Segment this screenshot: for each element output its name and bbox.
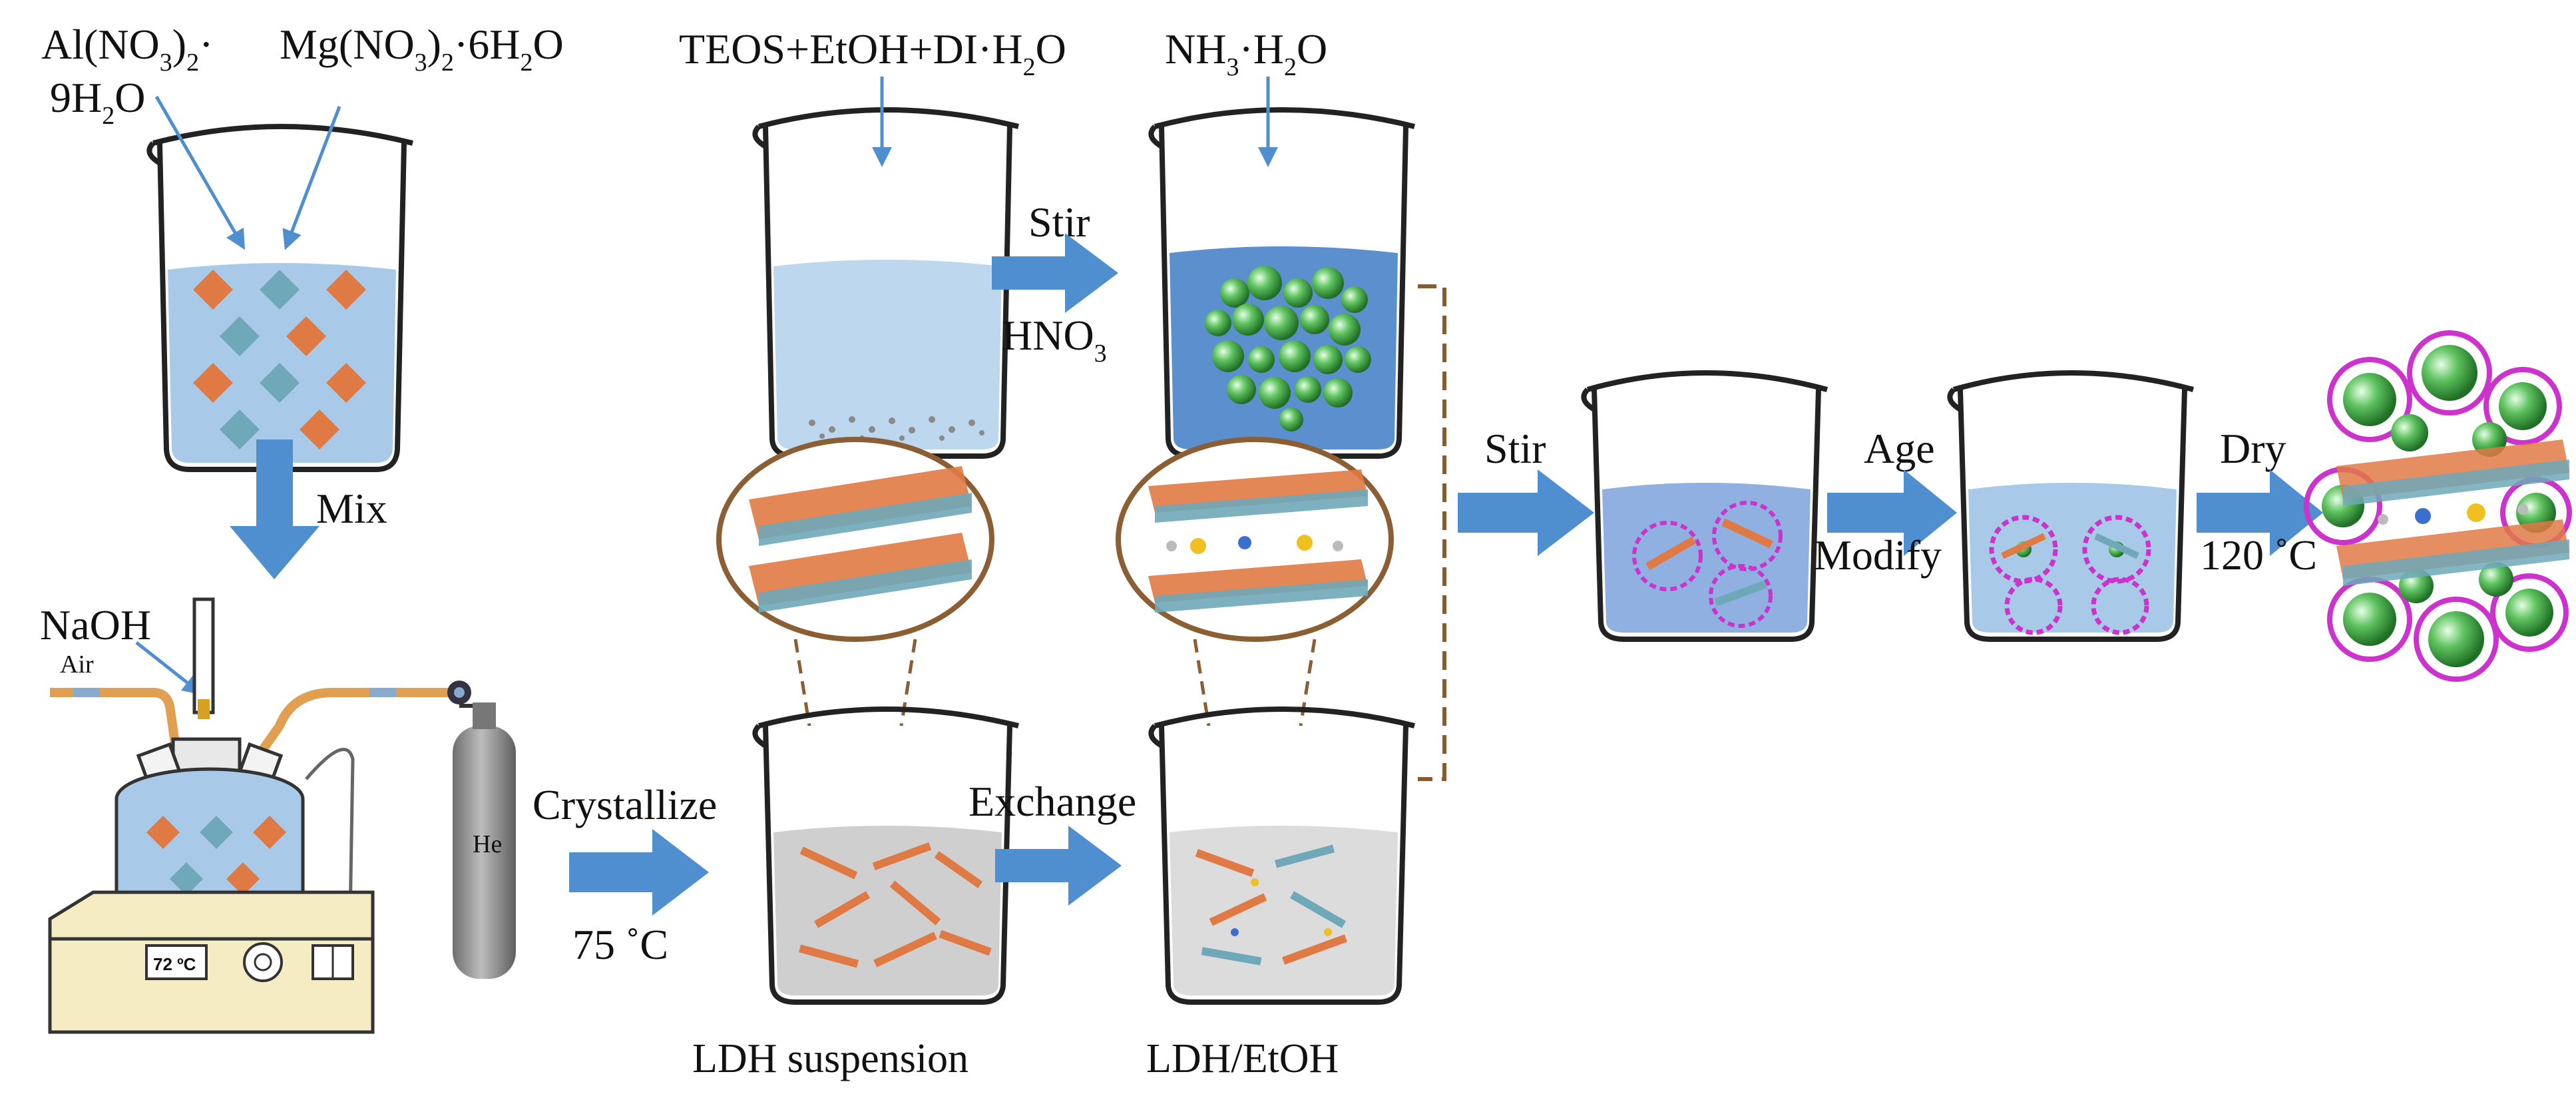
liquid-blue xyxy=(168,263,396,463)
crystallize-temperature: 75 ˚C xyxy=(572,921,668,968)
mix-arrow xyxy=(230,439,320,579)
al-nitrate-arrow xyxy=(154,95,246,250)
ldh-etoh-group: LDH/EtOH xyxy=(1116,437,1415,1081)
hotplate-temperature: 72 ºC xyxy=(153,954,196,974)
ldh-etoh-caption: LDH/EtOH xyxy=(1146,1036,1339,1081)
naoh-label: NaOH xyxy=(40,601,151,649)
liquid-blue xyxy=(773,260,1002,449)
modify-label: Modify xyxy=(1814,531,1942,579)
magenta-outline xyxy=(2304,330,2572,682)
ammonia-label: NH3·H2O xyxy=(1165,25,1327,81)
crystal-pattern xyxy=(193,270,366,449)
liquid-blue xyxy=(1602,483,1811,633)
beaker-aged xyxy=(1947,370,2195,642)
valve-center xyxy=(454,687,465,698)
stir-label-right: Stir xyxy=(1484,425,1546,472)
teos-label: TEOS+EtOH+DI·H2O xyxy=(679,25,1066,81)
cylinder-valve xyxy=(473,702,496,729)
dashed-connector xyxy=(1418,284,1446,781)
gas-tube xyxy=(252,688,459,762)
ldh-platelets xyxy=(798,842,992,968)
mg-nitrate-label: Mg(NO3)2·6H2O xyxy=(280,21,564,77)
mix-label: Mix xyxy=(316,485,387,532)
air-tube xyxy=(50,688,181,753)
stir-arrow-top xyxy=(992,233,1118,313)
dry-arrow xyxy=(2197,469,2323,556)
gas-tube-clamp xyxy=(369,688,396,697)
dry-label: Dry xyxy=(2220,425,2286,472)
final-ldh-layers xyxy=(2336,439,2569,586)
beaker-silica xyxy=(1148,107,1415,459)
stir-arrow-right xyxy=(1458,469,1594,556)
beaker-combined xyxy=(1581,370,1828,642)
ldh-suspension-caption: LDH suspension xyxy=(692,1036,968,1081)
aged-clusters xyxy=(1989,515,2151,635)
thermocouple-wire xyxy=(305,747,355,960)
exchanged-platelets xyxy=(1195,844,1348,966)
ldh-suspension-group: LDH suspension xyxy=(692,437,1019,1081)
beaker-precursor-salts xyxy=(146,124,413,472)
beaker-ldh-suspension xyxy=(752,706,1019,1005)
exchange-label: Exchange xyxy=(968,778,1136,825)
exchange-arrow xyxy=(995,826,1122,906)
stir-label-top: Stir xyxy=(1028,198,1090,246)
mg-nitrate-arrow xyxy=(282,106,341,250)
final-product xyxy=(2304,330,2572,682)
funnel-stopcock xyxy=(198,699,210,719)
sediment-dots xyxy=(809,416,984,441)
reactor-setup: NaOH Air 72 ºC xyxy=(40,597,516,1034)
composite-clusters xyxy=(1632,501,1783,628)
crystallize-label: Crystallize xyxy=(533,781,717,828)
liquid-blue xyxy=(1968,483,2177,633)
al-nitrate-label: Al(NO3)2· xyxy=(41,21,213,77)
hotplate-display xyxy=(145,944,208,980)
age-label: Age xyxy=(1864,425,1935,472)
beaker-teos xyxy=(752,107,1019,459)
naoh-arrow xyxy=(135,641,203,695)
air-label: Air xyxy=(60,651,94,679)
ldh-layers-zoom xyxy=(749,466,972,613)
helium-label: He xyxy=(473,830,502,858)
al-nitrate-hydrate-label: 9H2O xyxy=(50,74,145,130)
silica-spheres xyxy=(1205,266,1371,431)
age-arrow xyxy=(1827,469,1957,556)
air-tube-clamp xyxy=(73,688,100,697)
dry-temperature: 120 ˚C xyxy=(2200,531,2317,579)
hno3-label: HNO3 xyxy=(1002,312,1107,368)
ldh-intercalated-zoom xyxy=(1148,469,1368,613)
crystallize-arrow xyxy=(569,829,709,916)
helium-cylinder xyxy=(453,726,516,979)
dropping-funnel xyxy=(192,597,215,714)
hotplate-knob xyxy=(243,942,283,982)
beaker-ldh-etoh xyxy=(1148,706,1415,1005)
